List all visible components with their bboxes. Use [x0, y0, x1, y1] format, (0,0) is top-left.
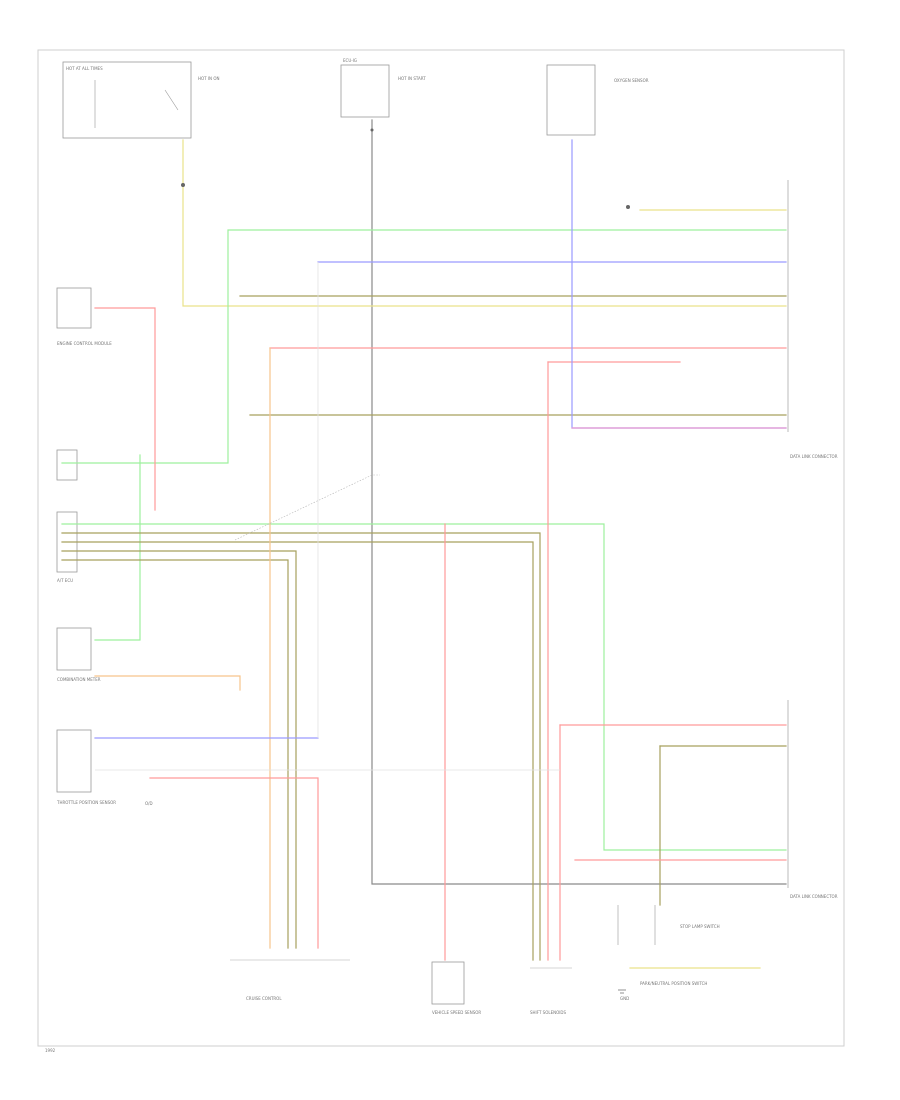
diagram-frame	[37, 49, 845, 1047]
stop-lamp-switch: STOP LAMP SWITCH PARK/NEUTRAL POSITION S…	[617, 905, 720, 986]
ignition-switch-box: HOT AT ALL TIMES HOT IN ON	[62, 61, 219, 139]
dlc-bottom-label: DATA LINK CONNECTOR	[790, 894, 838, 899]
park-neutral-label: PARK/NEUTRAL POSITION SWITCH	[640, 981, 707, 986]
wires	[61, 119, 787, 969]
footer-code: 1992	[45, 1048, 56, 1053]
wire-yellow-ign	[182, 139, 787, 307]
hot-in-start-label: HOT IN START	[398, 76, 426, 81]
wire-green-1	[61, 229, 787, 464]
wire-red-5	[94, 307, 156, 511]
wire-blue-2	[571, 139, 787, 429]
speed-sensor-box: VEHICLE SPEED SENSOR	[431, 961, 481, 1015]
cruise-control-connector: CRUISE CONTROL	[230, 959, 350, 1001]
od-label: O/D	[145, 801, 153, 806]
hot-in-on-label: HOT IN ON	[198, 76, 219, 81]
engine-control-module-box: ENGINE CONTROL MODULE	[56, 287, 112, 346]
hot-at-all-times-label: HOT AT ALL TIMES	[66, 66, 103, 71]
sensor-note-label: OXYGEN SENSOR	[614, 78, 649, 83]
wire-olive-4	[61, 550, 297, 949]
splice-dot	[181, 183, 185, 187]
cruise-control-label: CRUISE CONTROL	[246, 996, 282, 1001]
fuse-box: ECU-IG HOT IN START	[340, 58, 426, 118]
gnd-label: GND	[620, 996, 629, 1001]
ground-symbol: GND	[618, 989, 629, 1001]
tps-label: THROTTLE POSITION SENSOR	[56, 800, 116, 805]
wire-gray-main	[371, 119, 787, 885]
wire-green-3	[94, 454, 141, 641]
connector-block-left: A/T ECU	[56, 449, 78, 583]
combination-meter-box: COMBINATION METER	[56, 627, 101, 682]
wire-olive-2	[61, 532, 541, 961]
leader-line-1	[234, 474, 380, 541]
combination-meter-label: COMBINATION METER	[57, 677, 101, 682]
ecm-label: ENGINE CONTROL MODULE	[57, 341, 112, 346]
fuse-label: ECU-IG	[343, 58, 357, 63]
wire-green-2	[61, 523, 787, 851]
splice-points	[181, 128, 630, 209]
throttle-sensor-box: THROTTLE POSITION SENSOR	[56, 729, 116, 805]
wire-olive-3	[61, 541, 534, 961]
relay-box: OXYGEN SENSOR	[546, 64, 649, 136]
shift-solenoid-connector: SHIFT SOLENOIDS	[530, 967, 572, 1015]
dlc-top-label: DATA LINK CONNECTOR	[790, 454, 838, 459]
shift-solenoids-label: SHIFT SOLENOIDS	[530, 1010, 567, 1015]
wire-red-9	[149, 777, 319, 949]
data-link-connector-top: DATA LINK CONNECTOR	[787, 180, 838, 459]
data-link-connector-bottom: DATA LINK CONNECTOR	[787, 700, 838, 899]
wire-orange-2	[94, 675, 241, 691]
splice-dot	[370, 128, 374, 132]
speed-sensor-label: VEHICLE SPEED SENSOR	[432, 1010, 481, 1015]
stop-lamp-label: STOP LAMP SWITCH	[680, 924, 720, 929]
at-ecu-label: A/T ECU	[57, 578, 73, 583]
wire-olive-5	[61, 559, 289, 949]
splice-dot	[626, 205, 630, 209]
